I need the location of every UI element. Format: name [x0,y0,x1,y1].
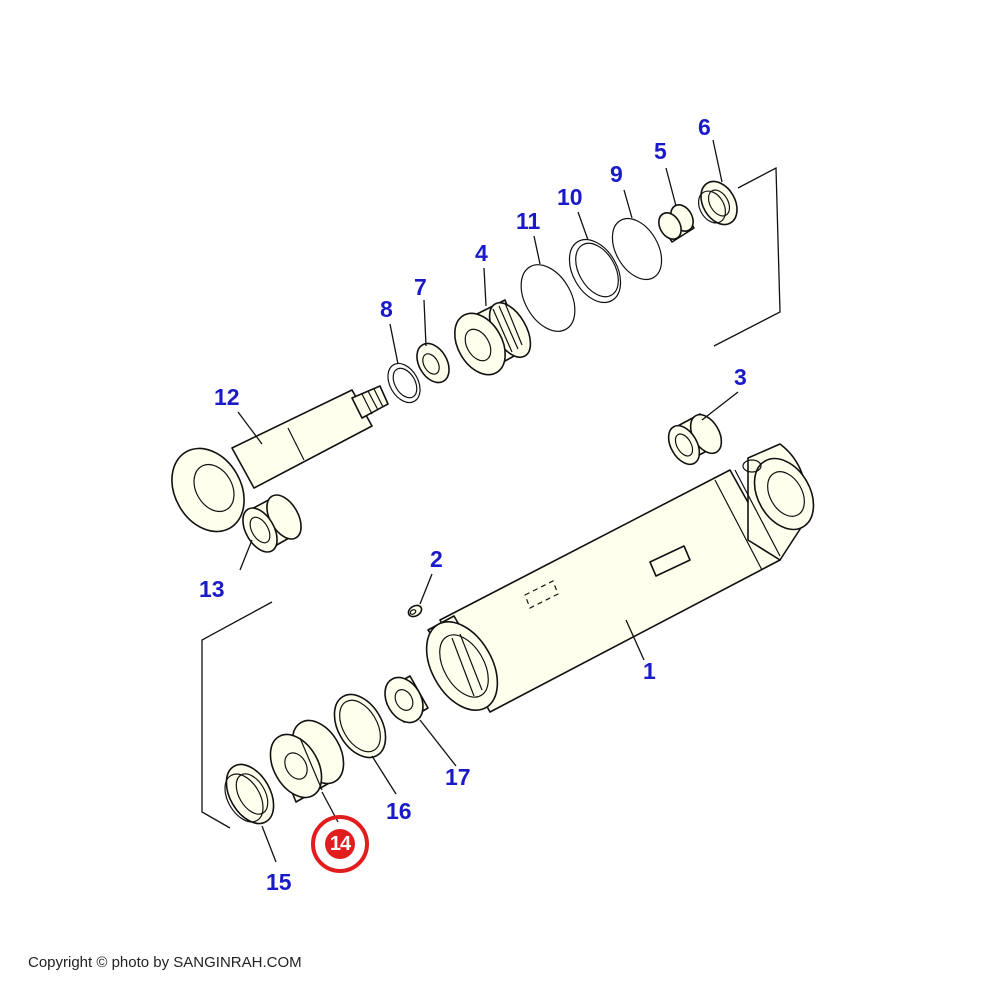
part-16-wear-ring [333,693,387,759]
callout-5: 5 [654,138,667,164]
tube-hidden-port [524,580,559,609]
part-2-fitting [407,604,423,618]
part-17-nut [384,675,429,724]
upper-bracket-line [713,166,781,347]
callout-10: 10 [557,184,583,210]
callout-6: 6 [698,114,711,140]
part-13-bushing [242,494,302,553]
callout-7: 7 [414,274,427,300]
part-15-seal [224,763,275,825]
part-3-bushing [667,413,723,466]
part-8-snap-ring [387,362,421,404]
highlight-ring [311,815,369,873]
callout-13: 13 [199,576,225,602]
callout-15: 15 [266,869,292,895]
callout-2: 2 [430,546,443,572]
leader-lines [237,139,739,863]
copyright-text: Copyright © photo by SANGINRAH.COM [28,954,302,971]
part-5-bushing [658,204,695,243]
callout-14: 14 [329,833,351,855]
part-6-seal [697,180,738,226]
callout-12: 12 [214,384,240,410]
callout-3: 3 [734,364,747,390]
part-1-cylinder-tube [425,443,815,713]
part-14-piston [269,719,345,803]
callout-1: 1 [643,658,656,684]
callout-17: 17 [445,764,471,790]
highlight-disc [325,829,355,859]
callout-9: 9 [610,161,623,187]
callout-11: 11 [516,208,541,234]
callout-8: 8 [380,296,393,322]
lower-bracket-line [201,601,273,829]
part-10-ring [568,238,622,304]
callout-4: 4 [475,240,488,266]
part-4-cylinder-head [453,299,532,376]
part-11-oring [520,264,576,332]
part-9-oring [611,217,663,281]
tube-nameplate [649,545,691,577]
callout-16: 16 [386,798,412,824]
part-12-piston-rod [171,385,389,533]
part-7-nut [416,342,450,384]
